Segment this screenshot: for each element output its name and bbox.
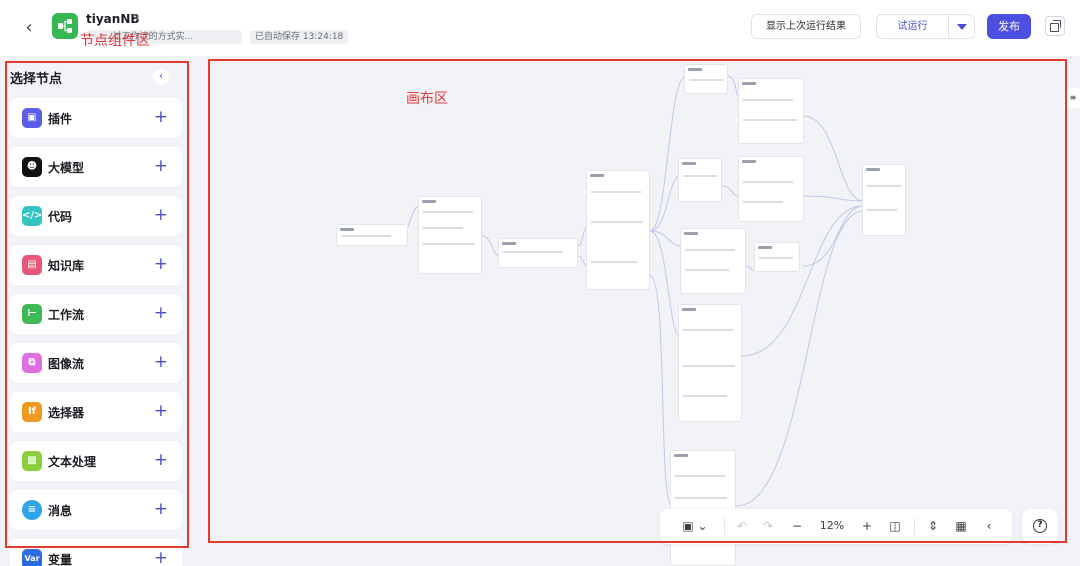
workflow-node[interactable] (586, 170, 650, 290)
llm-face-icon: ☻ (22, 157, 42, 177)
minimap-toggle-icon[interactable]: ▣ ⌄ (682, 519, 708, 533)
workflow-node[interactable] (754, 242, 800, 272)
fit-view-icon[interactable]: ◫ (889, 519, 901, 533)
connector-style-icon[interactable]: ‹ (986, 519, 992, 533)
cube-icon: ▣ (22, 108, 42, 128)
if-icon: If (22, 402, 42, 422)
add-icon[interactable]: + (153, 548, 168, 566)
sidebar-item-workflow[interactable]: ⊢ 工作流 + (10, 294, 182, 334)
text-process-icon: ▩ (22, 451, 42, 471)
sidebar-item-label: 大模型 (48, 161, 85, 175)
add-icon[interactable]: + (153, 352, 168, 372)
workflow-icon: ⊢ (22, 304, 42, 324)
sidebar-item-label: 变量 (48, 553, 73, 566)
annotation-canvas-area-label: 画布区 (406, 91, 448, 107)
zoom-in-icon[interactable]: + (861, 519, 873, 533)
edge-lines (399, 75, 864, 507)
app-description: ...过工作流的方式实... (86, 30, 242, 44)
zoom-level[interactable]: 12% (819, 519, 845, 532)
add-icon[interactable]: + (153, 156, 168, 176)
book-icon: ▤ (22, 255, 42, 275)
collapse-nodes-icon[interactable]: ⇕ (927, 519, 939, 533)
annotation-node-area-label: 节点组件区 (80, 33, 150, 49)
workflow-app-icon (52, 13, 78, 39)
sidebar-item-imageflow[interactable]: ⧉ 图像流 + (10, 343, 182, 383)
code-icon: </> (22, 206, 42, 226)
var-icon: Var (22, 549, 42, 566)
sidebar-item-code[interactable]: </> 代码 + (10, 196, 182, 236)
app-name: tiyanNB (86, 12, 140, 26)
copy-icon[interactable] (1045, 16, 1065, 36)
add-icon[interactable]: + (153, 450, 168, 470)
help-icon[interactable]: ? (1022, 509, 1058, 544)
message-icon: ≡ (22, 500, 42, 520)
sidebar-item-label: 工作流 (48, 308, 85, 322)
undo-icon[interactable]: ↶ (736, 519, 748, 533)
sidebar-item-label: 选择器 (48, 406, 85, 420)
add-icon[interactable]: + (153, 401, 168, 421)
top-header: ‹ tiyanNB ✎ ...过工作流的方式实... 已自动保存 13:24:1… (0, 0, 1080, 56)
canvas-toolbar: ▣ ⌄ ↶ ↷ − 12% + ◫ ⇕ ▦ ‹ (660, 509, 1012, 544)
workflow-node-start[interactable] (336, 224, 408, 246)
add-icon[interactable]: + (153, 303, 168, 323)
sidebar-item-label: 文本处理 (48, 455, 97, 469)
add-icon[interactable]: + (153, 254, 168, 274)
expand-panel-icon[interactable]: ≡ (1066, 88, 1080, 108)
zoom-out-icon[interactable]: − (791, 519, 803, 533)
sidebar-item-selector[interactable]: If 选择器 + (10, 392, 182, 432)
sidebar-item-plugin[interactable]: ▣ 插件 + (10, 98, 182, 138)
workflow-node[interactable] (670, 450, 736, 566)
sidebar-item-label: 插件 (48, 112, 73, 126)
sidebar-item-message[interactable]: ≡ 消息 + (10, 490, 182, 530)
workflow-node[interactable] (684, 64, 728, 94)
add-icon[interactable]: + (153, 107, 168, 127)
workflow-node[interactable] (738, 78, 804, 144)
add-icon[interactable]: + (153, 205, 168, 225)
sidebar-item-knowledge[interactable]: ▤ 知识库 + (10, 245, 182, 285)
autosave-status: 已自动保存 13:24:18 (250, 30, 349, 44)
sidebar-item-label: 消息 (48, 504, 73, 518)
workflow-canvas[interactable] (208, 56, 1080, 566)
imageflow-icon: ⧉ (22, 353, 42, 373)
collapse-sidebar-icon[interactable]: ‹ (153, 69, 169, 85)
try-run-dropdown-icon[interactable] (948, 14, 975, 39)
add-icon[interactable]: + (153, 499, 168, 519)
sidebar-item-text-process[interactable]: ▩ 文本处理 + (10, 441, 182, 481)
publish-button[interactable]: 发布 (987, 14, 1031, 39)
sidebar-item-variable[interactable]: Var 变量 + (10, 539, 182, 566)
auto-layout-icon[interactable]: ▦ (955, 519, 967, 533)
show-last-run-button[interactable]: 显示上次运行结果 (751, 14, 861, 39)
edit-icon[interactable]: ✎ (132, 13, 141, 24)
workflow-node-end[interactable] (862, 164, 906, 236)
sidebar-item-label: 知识库 (48, 259, 85, 273)
redo-icon[interactable]: ↷ (762, 519, 774, 533)
workflow-node[interactable] (680, 228, 746, 294)
back-icon[interactable]: ‹ (25, 16, 33, 38)
sidebar-item-label: 图像流 (48, 357, 85, 371)
try-run-button[interactable]: 试运行 (876, 14, 948, 39)
sidebar-item-label: 代码 (48, 210, 73, 224)
workflow-node[interactable] (678, 304, 742, 422)
workflow-node[interactable] (738, 156, 804, 222)
sidebar-title: 选择节点 (10, 72, 63, 87)
workflow-node[interactable] (418, 196, 482, 274)
workflow-node[interactable] (678, 158, 722, 202)
sidebar-item-llm[interactable]: ☻ 大模型 + (10, 147, 182, 187)
workflow-node[interactable] (498, 238, 578, 268)
